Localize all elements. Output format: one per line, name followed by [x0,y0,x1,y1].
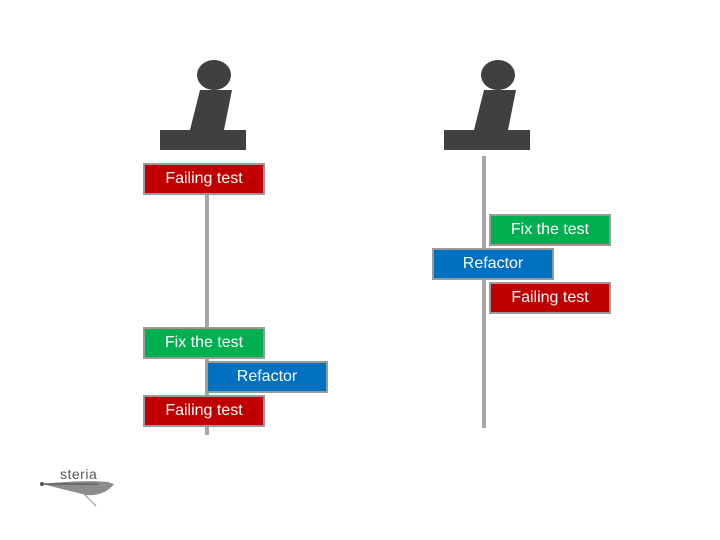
lifeline-left [205,195,209,435]
lifeline-right [482,156,486,428]
step-fix-the-test: Fix the test [489,214,611,246]
step-fix-the-test: Fix the test [143,327,265,359]
step-failing-test: Failing test [489,282,611,314]
step-failing-test: Failing test [143,395,265,427]
step-failing-test: Failing test [143,163,265,195]
step-refactor: Refactor [206,361,328,393]
person-icon-right [444,60,530,150]
steria-logo-icon [40,481,114,507]
person-icon-left [160,60,246,150]
step-refactor: Refactor [432,248,554,280]
logo-text: steria [60,466,98,482]
